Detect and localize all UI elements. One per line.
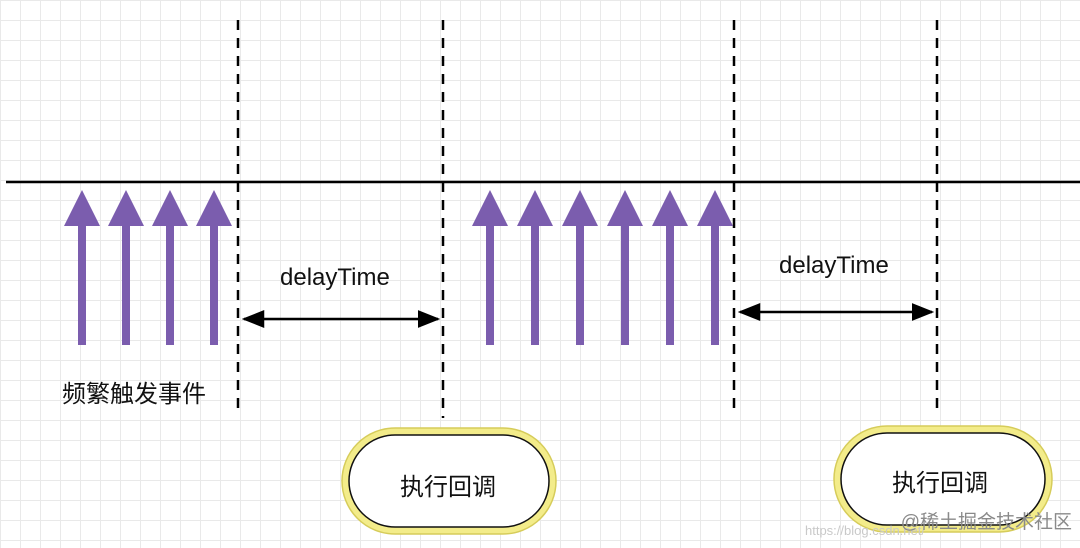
callback-pill-2 (833, 425, 1053, 533)
event-arrow (152, 190, 188, 345)
frequent-trigger-label: 频繁触发事件 (62, 381, 206, 408)
delay-time-label-2: delayTime (779, 252, 889, 279)
event-arrow (562, 190, 598, 345)
event-arrow (64, 190, 100, 345)
event-arrows-group-1 (64, 190, 232, 345)
delay-time-label-1: delayTime (280, 264, 390, 291)
watermark-url: https://blog.csdn.net/ (805, 523, 925, 538)
event-arrow (108, 190, 144, 345)
event-arrow (472, 190, 508, 345)
watermark: @稀土掘金技术社区 (900, 512, 1072, 533)
event-arrow (196, 190, 232, 345)
event-arrow (697, 190, 733, 345)
execute-callback-label-2: 执行回调 (892, 470, 988, 497)
event-arrow (517, 190, 553, 345)
execute-callback-label-1: 执行回调 (400, 474, 496, 501)
event-arrow (607, 190, 643, 345)
event-arrows-group-2 (472, 190, 733, 345)
event-arrow (652, 190, 688, 345)
callback-pill-1 (341, 427, 557, 535)
